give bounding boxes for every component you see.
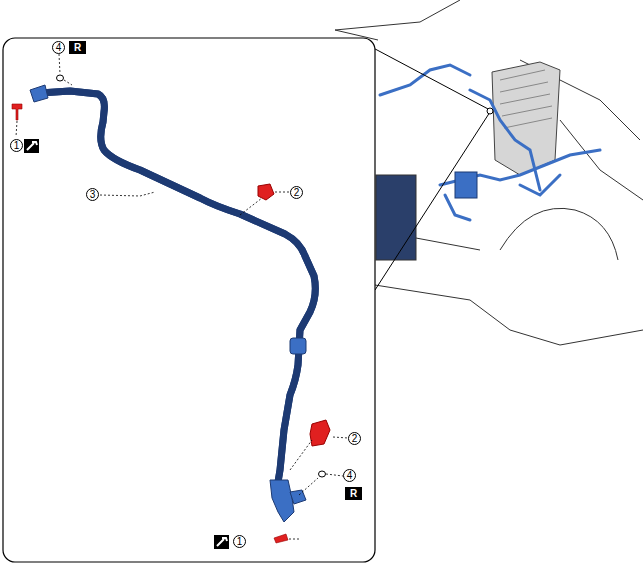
pipe-fitting [30,85,48,102]
harness [380,65,600,220]
callout-number: 4 [343,469,356,482]
pipe-joint [290,338,306,354]
reuse-mark: R [345,487,362,500]
pipe [40,91,315,482]
callout-number: 4 [52,41,65,54]
callout-number: 2 [290,186,303,199]
reuse-mark: R [69,41,86,54]
o-ring [57,75,64,81]
callout-number: 2 [348,432,361,445]
bolt [274,534,288,543]
inset-line [362,42,490,290]
harness-block [455,172,477,198]
inset-panel [3,38,375,562]
bolt [12,104,22,120]
callout-number: 1 [233,535,246,548]
engine [492,62,560,175]
wrench-icon [214,535,229,549]
pipe-fitting [290,490,306,504]
callout-number: 1 [10,139,23,152]
o-ring [319,471,326,477]
clip [310,420,330,446]
pipe-fitting [270,480,294,522]
inset-point [487,108,493,114]
callout-number: 3 [86,188,99,201]
wrench-icon [24,139,39,153]
component [376,175,416,260]
leader-line [16,54,348,539]
clip [258,184,274,200]
car-outline [335,0,643,345]
